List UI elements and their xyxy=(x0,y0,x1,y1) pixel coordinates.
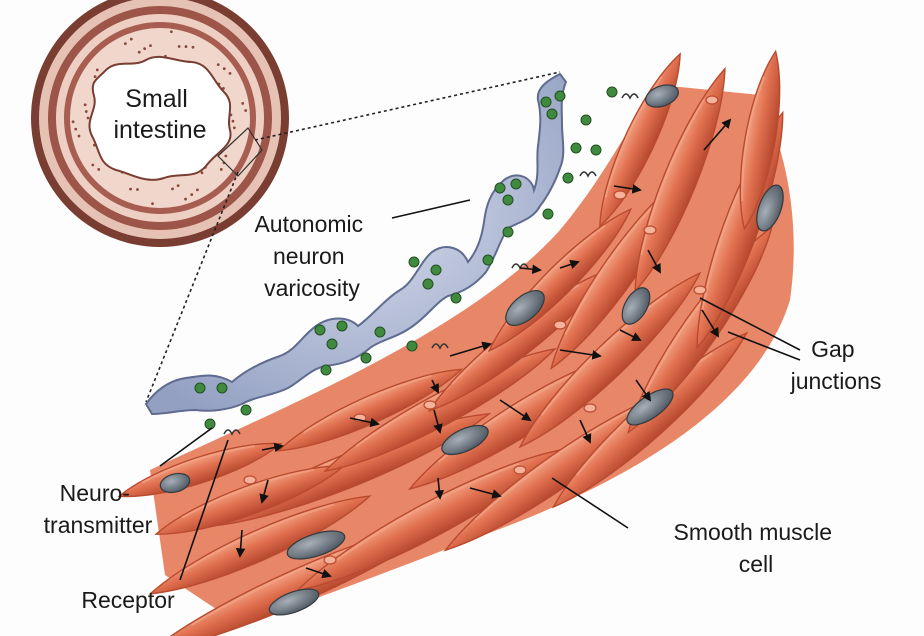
synaptic-vesicle xyxy=(547,109,557,119)
intestine-tissue-speck xyxy=(85,110,88,113)
intestine-tissue-speck xyxy=(170,30,173,33)
intestine-tissue-speck xyxy=(129,188,132,191)
neurotransmitter-molecule xyxy=(241,405,251,415)
synaptic-vesicle xyxy=(315,325,325,335)
gap-junctions-line-2: junctions xyxy=(790,368,882,394)
intestine-tissue-speck xyxy=(220,168,223,171)
intestine-tissue-speck xyxy=(229,72,232,75)
intestine-tissue-speck xyxy=(124,42,127,45)
gap-junction xyxy=(324,556,336,564)
small-intestine-line-1: Small xyxy=(125,85,188,113)
intestine-tissue-speck xyxy=(94,75,97,78)
varicosity-leader xyxy=(392,200,470,218)
synaptic-vesicle xyxy=(511,179,521,189)
gap-junction xyxy=(706,96,718,104)
intestine-tissue-speck xyxy=(97,168,100,171)
synaptic-vesicle xyxy=(327,339,337,349)
receptor-label: Receptor xyxy=(81,587,175,613)
intestine-tissue-speck xyxy=(190,193,193,196)
synaptic-vesicle xyxy=(541,97,551,107)
intestine-tissue-speck xyxy=(185,45,188,48)
intestine-tissue-speck xyxy=(224,155,227,158)
gap-junctions-label: Gap junctions xyxy=(790,336,882,394)
intestine-tissue-speck xyxy=(136,188,139,191)
neurotransmitter-molecule xyxy=(503,227,513,237)
neurotransmitter-molecule xyxy=(451,293,461,303)
intestine-tissue-speck xyxy=(84,103,87,106)
receptor xyxy=(622,94,638,98)
neurotransmitter-molecule xyxy=(205,419,215,429)
neurotransmitter-molecule xyxy=(321,365,331,375)
intestine-tissue-speck xyxy=(96,69,99,72)
smooth-muscle-line-1: Smooth muscle xyxy=(674,519,833,545)
varicosity-label: Autonomic neuron varicosity xyxy=(254,211,369,301)
intestine-tissue-speck xyxy=(201,171,204,174)
synaptic-vesicle xyxy=(337,321,347,331)
zoom-line-top xyxy=(255,72,560,140)
gap-junction xyxy=(554,321,566,329)
synaptic-vesicle xyxy=(409,257,419,267)
intestine-tissue-speck xyxy=(196,188,199,191)
neurotransmitter-molecule xyxy=(361,353,371,363)
neurotransmitter-molecule xyxy=(581,115,591,125)
neurotransmitter-molecule xyxy=(607,87,617,97)
intestine-tissue-speck xyxy=(143,47,146,50)
synaptic-vesicle xyxy=(503,195,513,205)
gap-junction xyxy=(644,226,656,234)
neurotransmitter-molecule xyxy=(563,173,573,183)
intestine-tissue-speck xyxy=(149,44,152,47)
intestine-tissue-speck xyxy=(192,46,195,49)
intestine-tissue-speck xyxy=(130,38,133,41)
neurotransmitter-molecule xyxy=(543,209,553,219)
neurotransmitter-molecule xyxy=(407,341,417,351)
intestine-tissue-speck xyxy=(241,102,244,105)
intestine-tissue-speck xyxy=(74,128,77,131)
intestine-tissue-speck xyxy=(233,126,236,129)
gap-junction xyxy=(244,476,256,484)
intestine-tissue-speck xyxy=(171,188,174,191)
gap-junction xyxy=(694,286,706,294)
intestine-tissue-speck xyxy=(178,45,181,48)
intestine-tissue-speck xyxy=(232,120,235,123)
small-intestine-line-2: intestine xyxy=(113,116,206,144)
synaptic-vesicle xyxy=(195,383,205,393)
synaptic-vesicle xyxy=(431,265,441,275)
neurotransmitter-molecule xyxy=(571,143,581,153)
intestine-tissue-speck xyxy=(151,202,154,205)
smooth-muscle-label: Smooth muscle cell xyxy=(674,519,839,577)
intestine-tissue-speck xyxy=(217,63,220,66)
intestine-tissue-speck xyxy=(91,164,94,167)
neurotransmitter-molecule xyxy=(375,327,385,337)
gap-junction xyxy=(584,404,596,412)
neurotransmitter-line-2: transmitter xyxy=(44,512,153,538)
varicosity-line-1: Autonomic xyxy=(254,211,363,237)
synaptic-vesicle xyxy=(217,383,227,393)
gap-junctions-line-1: Gap xyxy=(811,336,854,362)
intestine-tissue-speck xyxy=(244,109,247,112)
intestine-tissue-speck xyxy=(184,198,187,201)
varicosity-line-3: varicosity xyxy=(264,275,360,301)
synaptic-vesicle xyxy=(423,279,433,289)
neurotransmitter-molecule xyxy=(591,145,601,155)
intestine-tissue-speck xyxy=(138,51,141,54)
gap-junction xyxy=(514,466,526,474)
intestine-tissue-speck xyxy=(72,120,75,123)
synaptic-vesicle xyxy=(495,183,505,193)
synaptic-vesicle xyxy=(555,91,565,101)
smooth-muscle-line-2: cell xyxy=(739,551,774,577)
intestine-tissue-speck xyxy=(177,184,180,187)
gap-junction xyxy=(424,401,436,409)
intestine-tissue-speck xyxy=(78,135,81,138)
neurotransmitter-molecule xyxy=(483,255,493,265)
neurotransmitter-line-1: Neuro- xyxy=(60,480,130,506)
receptor xyxy=(580,172,596,176)
varicosity-line-2: neuron xyxy=(273,243,345,269)
intestine-tissue-speck xyxy=(87,117,90,120)
gap-junction xyxy=(614,191,626,199)
intestine-tissue-speck xyxy=(223,67,226,70)
small-intestine-cross-section: Small intestine xyxy=(31,0,289,247)
neurotransmitter-label: Neuro- transmitter xyxy=(44,480,153,538)
